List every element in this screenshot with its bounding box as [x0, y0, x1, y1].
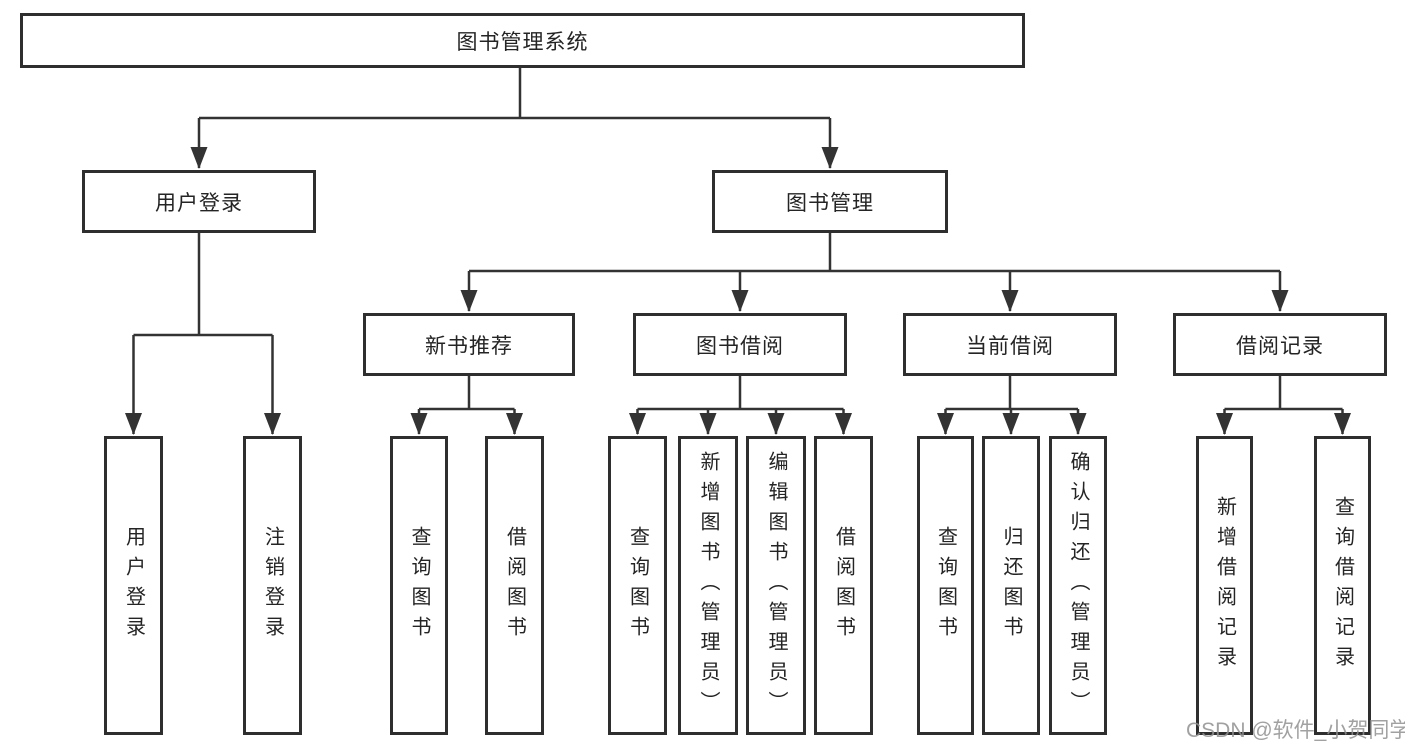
leaf-nbr-query-books: 查询图书: [390, 436, 448, 735]
leaf-bb-borrow-books: 借阅图书: [814, 436, 873, 735]
leaf-user-login-label: 用户登录: [122, 525, 145, 646]
leaf-bb-edit-books-admin: 编辑图书（管理员）: [746, 436, 806, 735]
tree-branch-lines: [125, 68, 1351, 435]
leaf-bb-add-books-admin-label: 新增图书（管理员）: [697, 450, 719, 721]
leaf-nbr-borrow-books-label: 借阅图书: [503, 525, 526, 646]
leaf-br-add-record-label: 新增借阅记录: [1213, 495, 1236, 676]
node-borrowing-records: 借阅记录: [1173, 313, 1387, 376]
node-book-management-label: 图书管理: [786, 191, 874, 215]
leaf-cb-confirm-return-admin: 确认归还（管理员）: [1049, 436, 1107, 735]
node-book-borrowing: 图书借阅: [633, 313, 847, 376]
leaf-bb-add-books-admin: 新增图书（管理员）: [678, 436, 738, 735]
leaf-cb-query-books-label: 查询图书: [934, 525, 957, 646]
csdn-watermark: CSDN @软件_小贺同学: [1186, 719, 1405, 742]
leaf-br-add-record: 新增借阅记录: [1196, 436, 1253, 735]
node-library-management-system: 图书管理系统: [20, 13, 1025, 68]
leaf-nbr-borrow-books: 借阅图书: [485, 436, 544, 735]
leaf-br-query-record-label: 查询借阅记录: [1331, 495, 1354, 676]
leaf-logout: 注销登录: [243, 436, 302, 735]
leaf-user-login: 用户登录: [104, 436, 163, 735]
leaf-bb-query-books-label: 查询图书: [626, 525, 649, 646]
leaf-logout-label: 注销登录: [261, 525, 284, 646]
leaf-br-query-record: 查询借阅记录: [1314, 436, 1371, 735]
node-new-book-recommendation: 新书推荐: [363, 313, 575, 376]
leaf-cb-return-books-label: 归还图书: [1000, 525, 1022, 646]
leaf-bb-edit-books-admin-label: 编辑图书（管理员）: [765, 450, 787, 721]
node-book-management: 图书管理: [712, 170, 948, 233]
node-new-book-recommendation-label: 新书推荐: [425, 334, 513, 358]
node-user-login: 用户登录: [82, 170, 316, 233]
node-current-borrowing: 当前借阅: [903, 313, 1117, 376]
leaf-bb-query-books: 查询图书: [608, 436, 667, 735]
leaf-cb-confirm-return-admin-label: 确认归还（管理员）: [1067, 450, 1089, 721]
leaf-nbr-query-books-label: 查询图书: [408, 525, 430, 646]
leaf-bb-borrow-books-label: 借阅图书: [832, 525, 855, 646]
node-current-borrowing-label: 当前借阅: [966, 334, 1054, 358]
node-borrowing-records-label: 借阅记录: [1236, 334, 1324, 358]
node-library-management-system-label: 图书管理系统: [456, 30, 589, 54]
node-book-borrowing-label: 图书借阅: [696, 334, 784, 358]
leaf-cb-query-books: 查询图书: [917, 436, 974, 735]
leaf-cb-return-books: 归还图书: [982, 436, 1040, 735]
node-user-login-label: 用户登录: [155, 191, 243, 215]
arrow-connectors: [125, 118, 1351, 435]
